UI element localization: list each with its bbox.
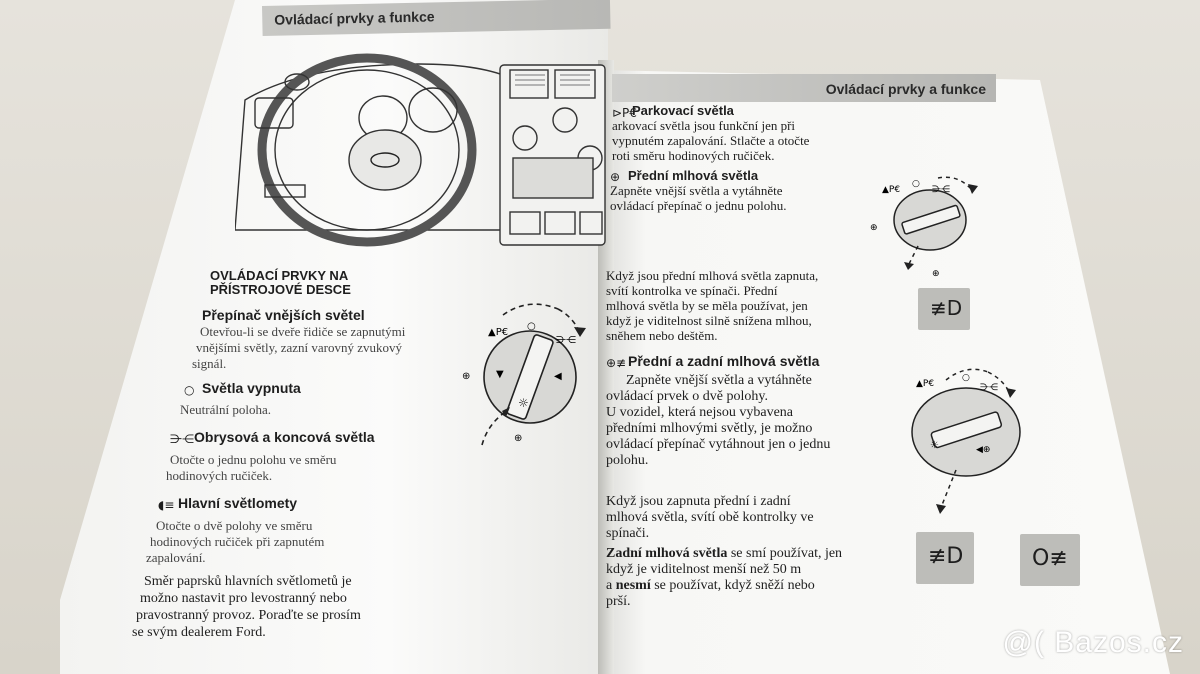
svg-text:⋺⋲: ⋺⋲ — [980, 383, 998, 393]
off-text: Neutrální poloha. — [180, 402, 271, 417]
vehicles-text-4: polohu. — [606, 453, 649, 468]
side-lamp-icon: ⋺⋲ — [170, 432, 194, 446]
front-fog-lamp-icon: ≢D — [930, 296, 963, 320]
main-text-3: zapalování. — [146, 550, 206, 565]
vehicles-text-3: ovládací přepínač vytáhnout jen o jednu — [606, 437, 831, 452]
rear-fog-text-1: Zadní mlhová světla se smí používat, jen — [606, 546, 842, 562]
off-position-icon: ○ — [184, 383, 195, 397]
svg-text:⊕: ⊕ — [870, 223, 878, 233]
switch-heading: Přepínač vnějších světel — [202, 307, 365, 323]
front-rear-heading: Přední a zadní mlhová světla — [628, 353, 820, 369]
front-fog-text-1: Zapněte vnější světla a vytáhněte — [610, 183, 783, 198]
light-switch-diagram-left: ▲P€ ○ ⋺⋲ ⊕ ▼ ◀ ☼ ⊕ — [462, 303, 586, 446]
side-text-1: Otočte o jednu polohu ve směru — [170, 452, 337, 467]
vehicles-text-1: U vozidel, která nejsou vybavena — [606, 405, 793, 420]
front-rear-fog-icon: ⊕≢ — [606, 356, 627, 370]
rear-fog-text-3: a nesmí se používat, když sněží nebo — [606, 578, 815, 594]
parking-text-2: vypnutém zapalování. Stlačte a otočte — [612, 133, 810, 148]
section-title-line-2: PŘÍSTROJOVÉ DESCE — [210, 282, 351, 297]
front-on-text-1: Když jsou přední mlhová světla zapnuta, — [606, 268, 819, 283]
svg-text:⊕: ⊕ — [932, 269, 940, 278]
main-text-1: Otočte o dvě polohy ve směru — [156, 518, 313, 533]
rear-fog-text-2: když je viditelnost menší než 50 m — [606, 562, 802, 577]
svg-text:◀⊕: ◀⊕ — [976, 445, 990, 455]
front-rear-text-2: ovládací prvek o dvě polohy. — [606, 389, 768, 404]
svg-text:☼: ☼ — [518, 396, 529, 410]
right-header-band: Ovládací prvky a funkce — [612, 74, 996, 102]
both-on-text-1: Když jsou zapnuta přední i zadní — [606, 494, 791, 509]
vehicles-text-2: předními mlhovými světly, je možno — [606, 421, 813, 436]
section-title-line-1: OVLÁDACÍ PRVKY NA — [210, 268, 349, 283]
svg-text:◀: ◀ — [554, 371, 562, 382]
parking-text-3: roti směru hodinových ručiček. — [612, 148, 775, 163]
side-heading: Obrysová a koncová světla — [194, 429, 375, 445]
both-on-text-2: mlhová světla, svítí obě kontrolky ve — [606, 510, 814, 525]
parking-text-1: arkovací světla jsou funkční jen při — [612, 118, 796, 133]
front-on-text-4: když je viditelnost silně snížena mlhou, — [606, 313, 812, 328]
beam-text-3: pravostranný provoz. Poraďte se prosím — [136, 608, 361, 623]
front-on-text-5: sněhem nebo deštěm. — [606, 328, 718, 343]
svg-text:○: ○ — [912, 179, 920, 189]
rear-fog-rest: se smí používat, jen — [727, 546, 843, 561]
svg-text:⋺⋲: ⋺⋲ — [556, 335, 576, 346]
front-on-text-3: mlhová světla by se měla používat, jen — [606, 298, 808, 313]
rear-fog-nesmi: nesmí — [615, 578, 651, 593]
rear-fog-pre: a — [606, 578, 616, 593]
rear-fog-lamp-icon: O≢ — [1032, 546, 1068, 571]
front-fog-text-2: ovládací přepínač o jednu polohu. — [610, 198, 787, 213]
right-header-title: Ovládací prvky a funkce — [825, 81, 986, 97]
parking-heading: Parkovací světla — [632, 103, 734, 118]
rear-fog-bold: Zadní mlhová světla — [606, 546, 728, 561]
svg-text:○: ○ — [527, 321, 536, 332]
switch-text-3: signál. — [192, 356, 227, 371]
dashboard-illustration — [235, 53, 606, 247]
svg-text:▲P€: ▲P€ — [488, 327, 508, 338]
front-fog-heading: Přední mlhová světla — [628, 168, 759, 183]
bazos-watermark: @( Bazos.cz — [1002, 626, 1184, 659]
svg-text:⊕: ⊕ — [462, 371, 470, 382]
beam-text-1: Směr paprsků hlavních světlometů je — [144, 574, 352, 589]
svg-text:▲P€: ▲P€ — [882, 185, 900, 195]
main-beam-icon: ◖≡ — [158, 498, 175, 512]
light-switch-diagram-front-fog: ▲P€ ○ ⋺⋲ ⊕ ⊕ — [870, 176, 978, 278]
light-switch-diagram-both-fog: ▲P€ ○ ⋺⋲ ☼ ◀⊕ — [911, 368, 1021, 514]
parking-light-icon: ⊳P€ — [612, 106, 637, 120]
front-fog-lamp-icon-2: ≢D — [928, 544, 964, 569]
both-on-text-3: spínači. — [606, 526, 650, 541]
beam-text-4: se svým dealerem Ford. — [132, 625, 266, 640]
rear-fog-rest-3: se používat, když sněží nebo — [650, 578, 815, 593]
front-rear-text-1: Zapněte vnější světla a vytáhněte — [626, 373, 812, 388]
svg-text:⋺⋲: ⋺⋲ — [932, 185, 950, 195]
svg-text:▼: ▼ — [496, 369, 504, 380]
switch-text-2: vnějšími světly, zazní varovný zvukový — [196, 340, 403, 355]
rear-fog-text-4: prší. — [606, 594, 631, 609]
front-on-text-2: svítí kontrolka ve spínači. Přední — [606, 283, 778, 298]
svg-text:☼: ☼ — [930, 440, 939, 451]
switch-text-1: Otevřou-li se dveře řidiče se zapnutými — [200, 324, 406, 339]
svg-text:▲P€: ▲P€ — [916, 379, 934, 389]
side-text-2: hodinových ručiček. — [166, 468, 273, 483]
front-fog-lamp-box-2 — [916, 532, 974, 584]
beam-text-2: možno nastavit pro levostranný nebo — [140, 591, 347, 606]
off-heading: Světla vypnuta — [202, 380, 301, 396]
svg-text:⊕: ⊕ — [514, 433, 522, 444]
main-text-2: hodinových ručiček při zapnutém — [150, 534, 325, 549]
left-header-title: Ovládací prvky a funkce — [274, 8, 435, 28]
svg-text:○: ○ — [962, 373, 970, 383]
rear-fog-lamp-box — [1020, 534, 1080, 586]
main-heading: Hlavní světlomety — [178, 495, 298, 511]
front-fog-icon: ⊕ — [610, 170, 621, 184]
front-fog-lamp-box — [918, 288, 970, 330]
